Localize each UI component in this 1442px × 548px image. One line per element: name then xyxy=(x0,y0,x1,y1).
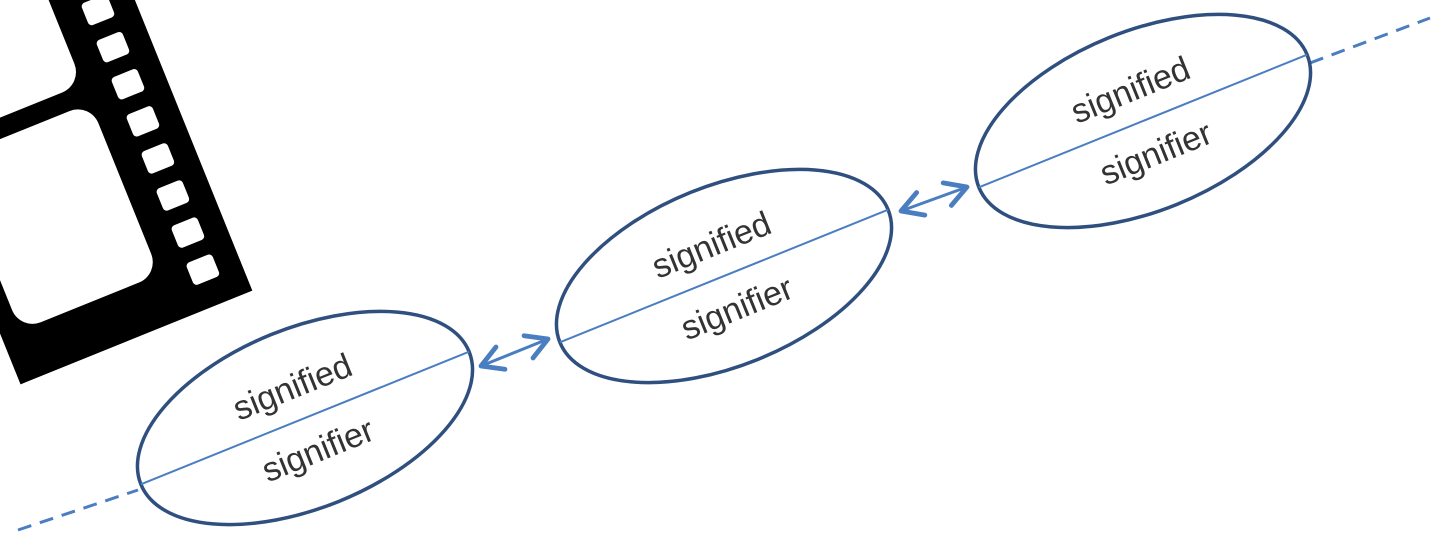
signifier-label: signifier xyxy=(1095,114,1218,193)
sign-divider-line xyxy=(559,208,889,344)
sign-ellipse xyxy=(554,167,894,385)
sign-node-2: signified signifier xyxy=(554,167,894,385)
double-arrow-icon xyxy=(898,180,970,218)
dashed-lead-out-line xyxy=(1309,16,1431,65)
sign-node-3: signified signifier xyxy=(973,12,1313,230)
film-frame xyxy=(0,109,153,324)
sign-divider-line xyxy=(978,53,1308,189)
signified-label: signified xyxy=(1066,49,1196,131)
sign-divider-line xyxy=(140,350,470,486)
signified-label: signified xyxy=(647,204,777,286)
sign-ellipse xyxy=(973,12,1313,230)
film-strip-icon xyxy=(0,0,253,385)
film-sprocket-holes xyxy=(81,0,220,285)
signifier-label: signifier xyxy=(676,269,799,348)
signifier-label: signifier xyxy=(257,411,380,490)
dashed-lead-in-line xyxy=(17,488,139,532)
film-frame xyxy=(0,0,76,134)
signified-label: signified xyxy=(228,346,358,428)
double-arrow-icon xyxy=(478,333,551,372)
